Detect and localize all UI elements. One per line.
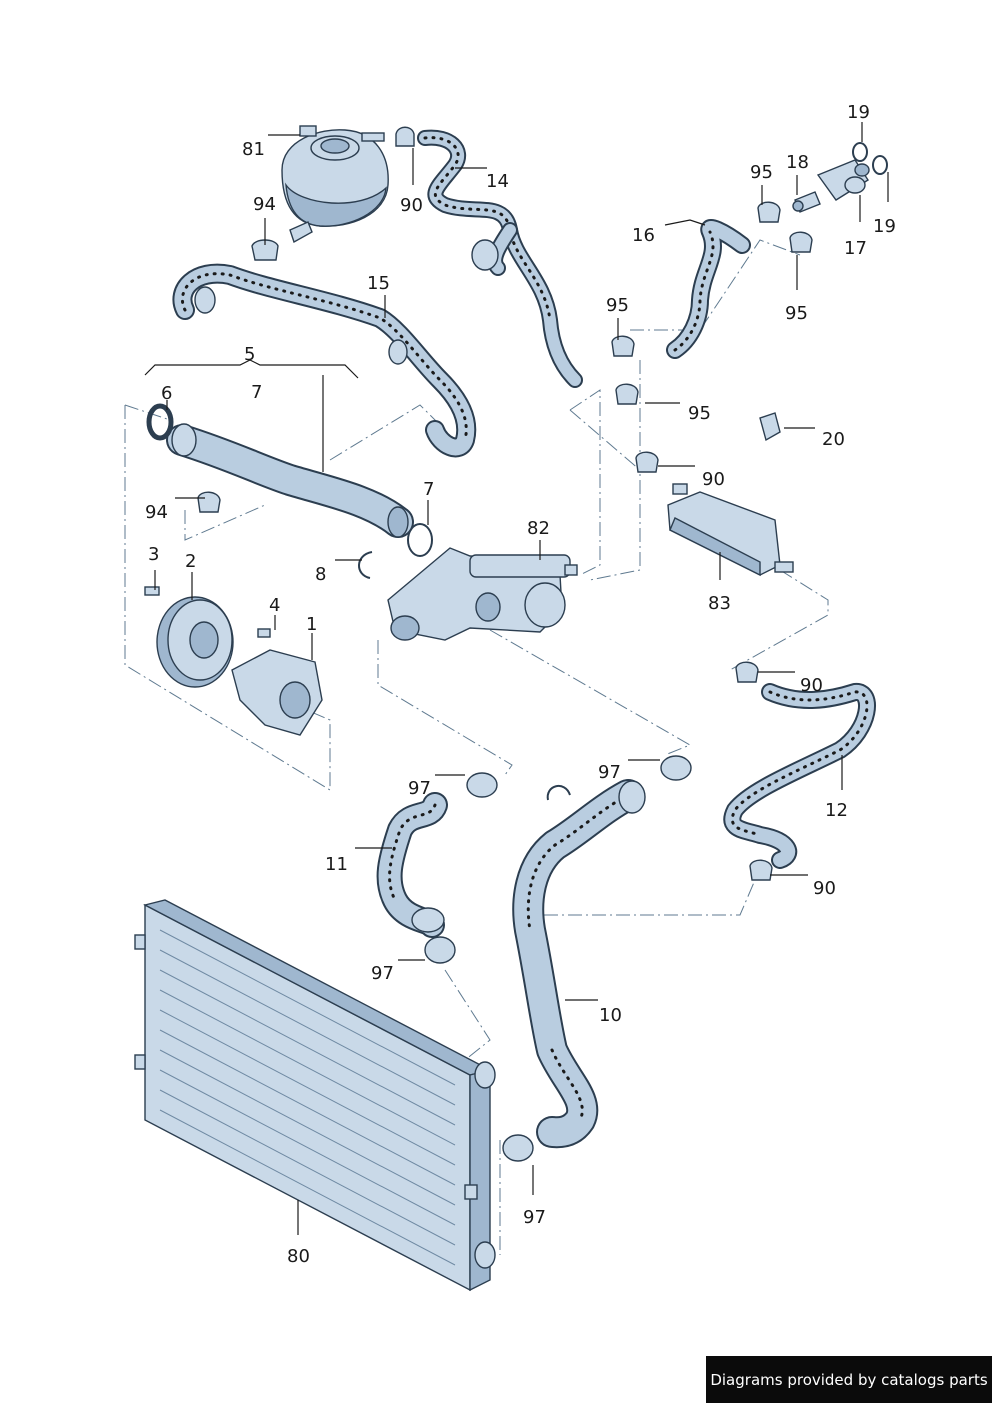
callout-95: 95 (750, 162, 773, 183)
callout-19: 19 (847, 102, 870, 123)
band-clamps-97 (424, 755, 692, 1162)
callout-6: 6 (161, 383, 173, 404)
hose-12 (723, 683, 876, 869)
clamps (197, 126, 813, 881)
callout-10: 10 (599, 1005, 622, 1026)
hose-10 (512, 779, 646, 1149)
callout-18: 18 (786, 152, 809, 173)
callout-90: 90 (400, 195, 423, 216)
callout-12: 12 (825, 800, 848, 821)
expansion-tank (281, 125, 389, 244)
callout-17: 17 (844, 238, 867, 259)
reservoir-83 (667, 483, 794, 577)
callout-90: 90 (702, 469, 725, 490)
connector-17 (792, 142, 888, 213)
callout-1: 1 (306, 614, 318, 635)
callout-97: 97 (371, 963, 394, 984)
callout-14: 14 (486, 171, 509, 192)
callout-7: 7 (251, 382, 263, 403)
callout-94: 94 (253, 194, 276, 215)
callout-7: 7 (423, 479, 435, 500)
callout-95: 95 (606, 295, 629, 316)
callout-3: 3 (148, 544, 160, 565)
callout-95: 95 (688, 403, 711, 424)
callout-8: 8 (315, 564, 327, 585)
callout-83: 83 (708, 593, 731, 614)
thermostat-housing (387, 547, 578, 641)
water-pipe-5 (146, 403, 433, 579)
callout-80: 80 (287, 1246, 310, 1267)
attribution-banner: Diagrams provided by catalogs parts (706, 1356, 992, 1403)
callout-90: 90 (800, 675, 823, 696)
callout-97: 97 (598, 762, 621, 783)
callout-94: 94 (145, 502, 168, 523)
callout-81: 81 (242, 139, 265, 160)
callout-16: 16 (632, 225, 655, 246)
water-pump (144, 586, 323, 736)
hose-11 (376, 792, 448, 938)
radiator-80 (134, 899, 496, 1292)
hose-15 (172, 263, 477, 458)
leader-lines (144, 122, 889, 1235)
hose-16 (666, 218, 751, 359)
callout-2: 2 (185, 551, 197, 572)
callout-97: 97 (408, 778, 431, 799)
callout-5: 5 (244, 344, 256, 365)
callout-15: 15 (367, 273, 390, 294)
callout-19: 19 (873, 216, 896, 237)
callout-11: 11 (325, 854, 348, 875)
callout-90: 90 (813, 878, 836, 899)
callout-95: 95 (785, 303, 808, 324)
callout-82: 82 (527, 518, 550, 539)
hose-14 (417, 129, 583, 388)
callout-97: 97 (523, 1207, 546, 1228)
callout-4: 4 (269, 595, 281, 616)
callout-20: 20 (822, 429, 845, 450)
